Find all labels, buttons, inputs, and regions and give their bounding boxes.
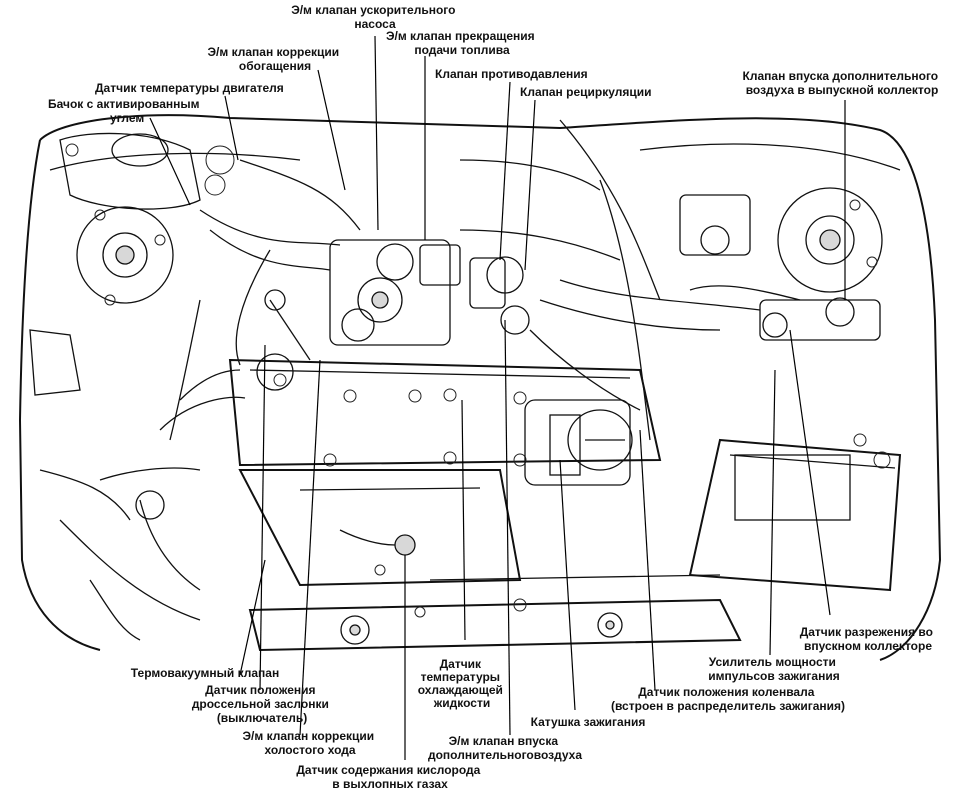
- labels: Э/м клапан ускорительного насоса Э/м кла…: [48, 3, 942, 791]
- label-ignition-amplifier: Усилитель мощности импульсов зажигания: [708, 655, 839, 683]
- label-secondary-air-valve: Клапан впуска дополнительного воздуха в …: [743, 69, 942, 97]
- label-coolant-temp-sensor: Датчик температуры охлаждающей жидкости: [418, 657, 507, 710]
- secondary-air-assembly: [679, 194, 881, 341]
- battery: [688, 433, 902, 592]
- label-engine-temp-sensor: Датчик температуры двигателя: [95, 81, 284, 95]
- label-backpressure-valve: Клапан противодавления: [435, 67, 588, 81]
- left-strut-tower: [76, 206, 174, 306]
- label-egr-valve: Клапан рециркуляции: [520, 85, 652, 99]
- label-oxygen-sensor: Датчик содержания кислорода в выхлопных …: [296, 763, 483, 791]
- label-thermovacuum-valve: Термовакуумный клапан: [131, 666, 279, 680]
- exhaust-manifold: [248, 574, 742, 652]
- label-ignition-coil: Катушка зажигания: [531, 715, 646, 729]
- label-accel-pump-valve: Э/м клапан ускорительного насоса: [291, 3, 459, 31]
- label-charcoal-canister: Бачок с активированным углем: [48, 97, 203, 125]
- carburetor-cluster: [329, 239, 530, 346]
- callout-lines: [149, 35, 846, 760]
- label-manifold-vacuum-sensor: Датчик разрежения во впускном коллекторе: [800, 625, 937, 653]
- label-fuel-cut-valve: Э/м клапан прекращения подачи топлива: [386, 29, 538, 57]
- engine-drawing: [18, 114, 942, 661]
- label-crank-position-sensor: Датчик положения коленвала (встроен в ра…: [611, 685, 845, 713]
- label-throttle-position-sensor: Датчик положения дроссельной заслонки (в…: [192, 683, 332, 725]
- distributor: [524, 399, 633, 486]
- engine-block: [238, 469, 522, 587]
- right-strut-tower: [777, 187, 883, 293]
- hoses-and-wiring: [59, 119, 761, 621]
- cylinder-head: [159, 358, 662, 467]
- label-extra-air-valve: Э/м клапан впуска дополнительноговоздуха: [428, 734, 582, 762]
- label-enrich-correction-valve: Э/м клапан коррекции обогащения: [207, 45, 342, 73]
- label-idle-correction-valve: Э/м клапан коррекции холостого хода: [242, 729, 377, 757]
